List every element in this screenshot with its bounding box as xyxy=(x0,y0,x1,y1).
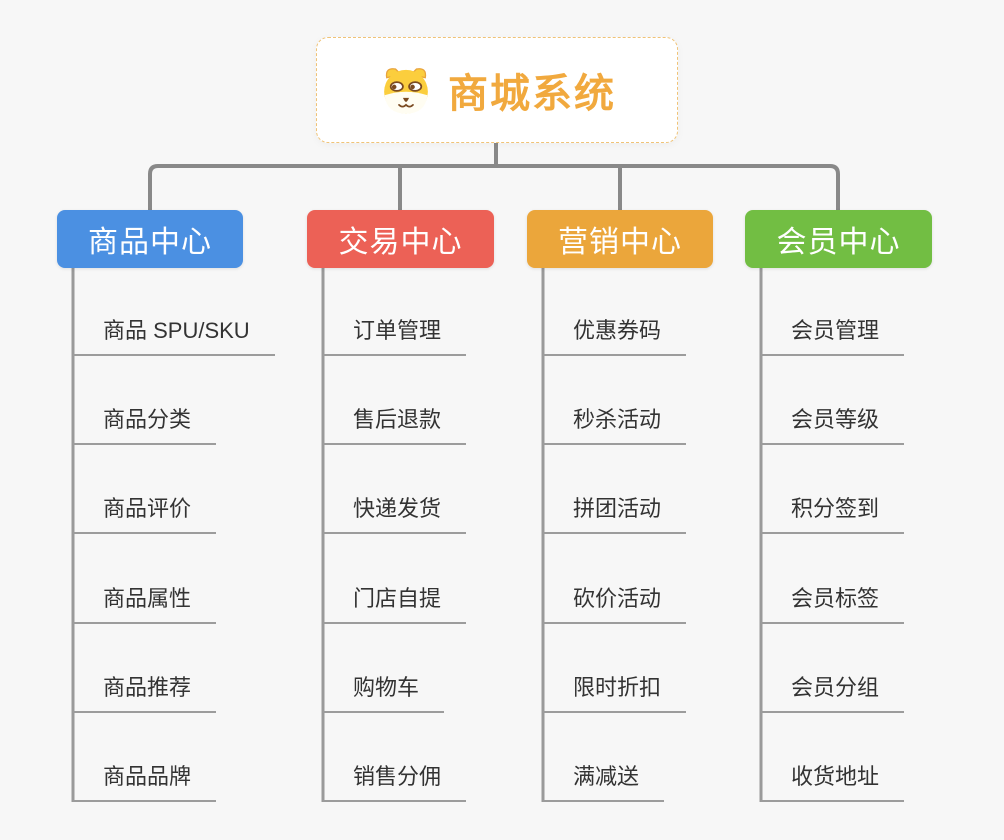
leaf-item[interactable]: 会员管理 xyxy=(761,316,905,356)
root-title: 商城系统 xyxy=(448,72,616,116)
branch-header[interactable]: 营销中心 xyxy=(527,210,713,268)
leaf-item[interactable]: 会员标签 xyxy=(761,584,905,624)
leaf-item[interactable]: 门店自提 xyxy=(323,584,467,624)
branch-header[interactable]: 会员中心 xyxy=(745,210,932,268)
leaf-item[interactable]: 商品评价 xyxy=(73,494,217,534)
leaf-item[interactable]: 会员等级 xyxy=(761,405,905,445)
branch-header[interactable]: 交易中心 xyxy=(307,210,494,268)
leaf-item[interactable]: 砍价活动 xyxy=(543,584,687,624)
leaf-item[interactable]: 商品品牌 xyxy=(73,762,217,802)
leaf-item[interactable]: 限时折扣 xyxy=(543,673,687,713)
leaf-item[interactable]: 商品 SPU/SKU xyxy=(73,316,275,356)
leaf-item[interactable]: 售后退款 xyxy=(323,405,467,445)
root-node[interactable]: 商城系统 xyxy=(316,37,678,143)
leaf-item[interactable]: 拼团活动 xyxy=(543,494,687,534)
leaf-item[interactable]: 商品分类 xyxy=(73,405,217,445)
leaf-item[interactable]: 快递发货 xyxy=(323,494,467,534)
leaf-item[interactable]: 订单管理 xyxy=(323,316,467,356)
leaf-item[interactable]: 购物车 xyxy=(323,673,445,713)
leaf-item[interactable]: 商品属性 xyxy=(73,584,217,624)
leaf-item[interactable]: 会员分组 xyxy=(761,673,905,713)
leaf-item[interactable]: 收货地址 xyxy=(761,762,905,802)
leaf-item[interactable]: 积分签到 xyxy=(761,494,905,534)
leaf-item[interactable]: 优惠券码 xyxy=(543,316,687,356)
leaf-item[interactable]: 商品推荐 xyxy=(73,673,217,713)
dog-face-icon xyxy=(384,68,428,114)
leaf-item[interactable]: 秒杀活动 xyxy=(543,405,687,445)
leaf-item[interactable]: 满减送 xyxy=(543,762,665,802)
leaf-item[interactable]: 销售分佣 xyxy=(323,762,467,802)
branch-header[interactable]: 商品中心 xyxy=(57,210,243,268)
